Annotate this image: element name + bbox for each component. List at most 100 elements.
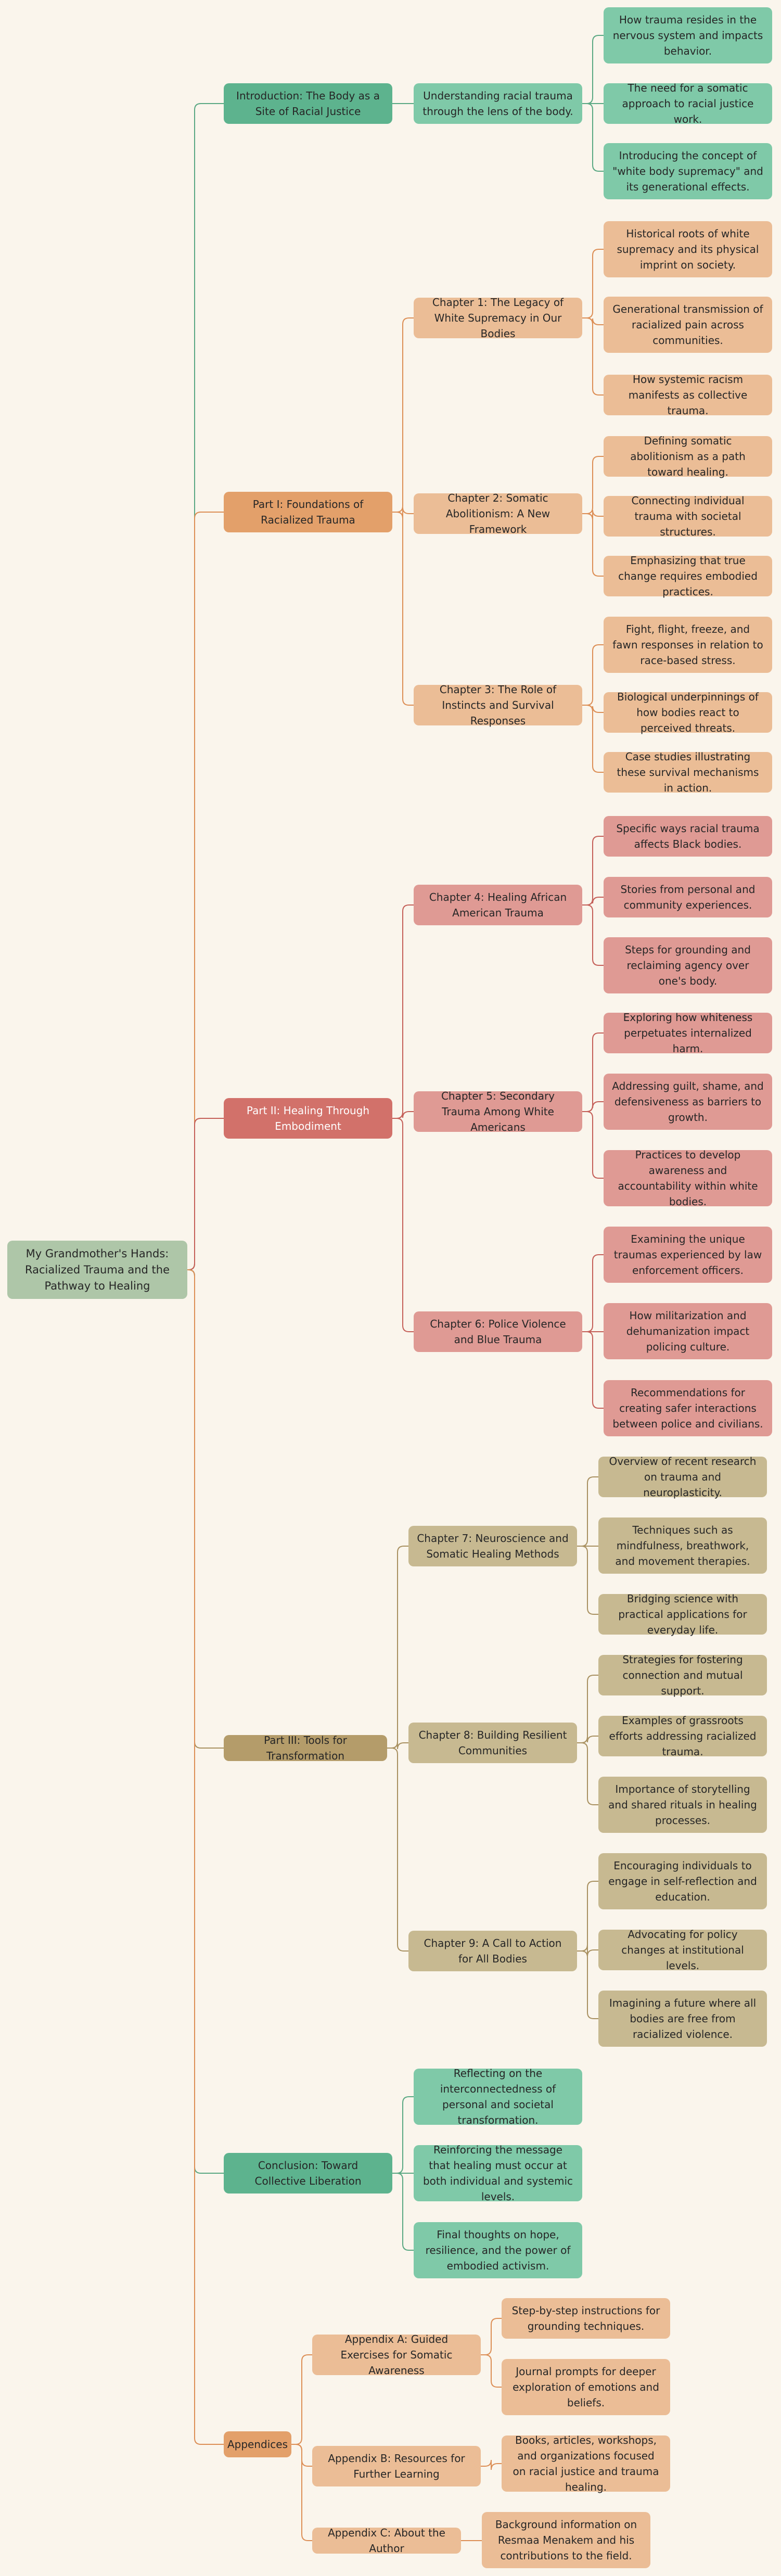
connector-line — [387, 1741, 408, 1750]
connector-line — [187, 1269, 224, 2174]
detail-node[interactable]: Practices to develop awareness and accou… — [604, 1149, 772, 1208]
connector-line — [582, 644, 604, 706]
detail-node[interactable]: Strategies for fostering connection and … — [598, 1653, 767, 1697]
detail-node[interactable]: Encouraging individuals to engage in sel… — [598, 1853, 767, 1909]
connector-line — [582, 513, 604, 577]
connector-line — [187, 1269, 224, 1749]
detail-node[interactable]: How militarization and dehumanization im… — [604, 1303, 772, 1359]
detail-node[interactable]: Examining the unique traumas experienced… — [604, 1227, 772, 1283]
topic-node-understanding-racial-trauma[interactable]: Understanding racial trauma through the … — [414, 83, 582, 124]
detail-node[interactable]: The need for a somatic approach to racia… — [604, 82, 772, 125]
connector-line — [582, 705, 604, 773]
connector-line — [582, 836, 604, 906]
appendix-node-c[interactable]: Appendix C: About the Author — [312, 2527, 461, 2555]
detail-node[interactable]: How trauma resides in the nervous system… — [604, 7, 772, 63]
connector-line — [187, 1118, 224, 1270]
connector-line — [577, 1546, 598, 1615]
connector-line — [392, 2173, 414, 2251]
connector-line — [582, 1331, 604, 1409]
detail-node[interactable]: Bridging science with practical applicat… — [598, 1592, 767, 1636]
connector-line — [392, 512, 414, 706]
connector-line — [582, 1101, 604, 1112]
detail-node[interactable]: Connecting individual trauma with societ… — [604, 494, 772, 538]
connector-line — [387, 1546, 408, 1749]
connector-line — [577, 1881, 598, 1952]
connector-line — [577, 1950, 598, 2019]
connector-line — [582, 1111, 604, 1179]
detail-node[interactable]: Historical roots of white supremacy and … — [604, 221, 772, 277]
connector-line — [582, 897, 604, 906]
detail-node[interactable]: Step-by-step instructions for grounding … — [502, 2298, 670, 2339]
connector-line — [291, 2444, 312, 2541]
chapter-node-6[interactable]: Chapter 6: Police Violence and Blue Trau… — [414, 1311, 582, 1352]
detail-node[interactable]: Journal prompts for deeper exploration o… — [502, 2359, 670, 2415]
connector-line — [582, 317, 604, 396]
detail-node[interactable]: Final thoughts on hope, resilience, and … — [414, 2222, 582, 2278]
connector-line — [392, 1118, 414, 1332]
section-node-part-3[interactable]: Part III: Tools for Transformation — [224, 1734, 387, 1762]
detail-node[interactable]: Emphasizing that true change requires em… — [604, 554, 772, 598]
detail-node[interactable]: Defining somatic abolitionism as a path … — [604, 435, 772, 478]
detail-node[interactable]: Introducing the concept of "white body s… — [604, 143, 772, 199]
connector-line — [577, 1476, 598, 1547]
chapter-node-1[interactable]: Chapter 1: The Legacy of White Supremacy… — [414, 296, 582, 340]
section-node-part-2[interactable]: Part II: Healing Through Embodiment — [224, 1098, 392, 1139]
connector-line — [577, 1736, 598, 1743]
connector-line — [582, 249, 604, 318]
appendix-node-b[interactable]: Appendix B: Resources for Further Learni… — [312, 2446, 481, 2486]
detail-node[interactable]: Imagining a future where all bodies are … — [598, 1991, 767, 2047]
detail-node[interactable]: How systemic racism manifests as collect… — [604, 373, 772, 417]
detail-node[interactable]: Specific ways racial trauma affects Blac… — [604, 816, 772, 857]
connector-line — [577, 1675, 598, 1743]
detail-node[interactable]: Biological underpinnings of how bodies r… — [604, 691, 772, 734]
section-node-conclusion[interactable]: Conclusion: Toward Collective Liberation — [224, 2153, 392, 2194]
connector-line — [392, 1111, 414, 1119]
detail-node[interactable]: Overview of recent research on trauma an… — [598, 1455, 767, 1499]
connector-line — [187, 1269, 224, 2445]
connector-line — [577, 1742, 598, 1805]
connector-line — [187, 103, 224, 1270]
detail-node[interactable]: Examples of grassroots efforts addressin… — [598, 1714, 767, 1758]
connector-line — [481, 2318, 502, 2355]
connector-line — [577, 1944, 598, 1957]
detail-node[interactable]: Generational transmission of racialized … — [604, 297, 772, 353]
connector-line — [582, 904, 604, 966]
connector-line — [187, 512, 224, 1270]
connector-line — [392, 317, 414, 513]
connector-line — [387, 1748, 408, 1952]
detail-node[interactable]: Steps for grounding and reclaiming agenc… — [604, 937, 772, 993]
chapter-node-2[interactable]: Chapter 2: Somatic Abolitionism: A New F… — [414, 492, 582, 535]
detail-node[interactable]: Reinforcing the message that healing mus… — [414, 2144, 582, 2203]
chapter-node-9[interactable]: Chapter 9: A Call to Action for All Bodi… — [408, 1931, 577, 1971]
detail-node[interactable]: Case studies illustrating these survival… — [604, 750, 772, 794]
detail-node[interactable]: Exploring how whiteness perpetuates inte… — [604, 1011, 772, 1055]
detail-node[interactable]: Recommendations for creating safer inter… — [604, 1380, 772, 1436]
chapter-node-3[interactable]: Chapter 3: The Role of Instincts and Sur… — [414, 683, 582, 727]
connector-line — [582, 1032, 604, 1112]
section-node-introduction[interactable]: Introduction: The Body as a Site of Raci… — [224, 83, 392, 124]
connector-line — [481, 2459, 502, 2470]
detail-node[interactable]: Addressing guilt, shame, and defensivene… — [604, 1074, 772, 1130]
detail-node[interactable]: Background information on Resmaa Menakem… — [482, 2512, 650, 2568]
chapter-node-5[interactable]: Chapter 5: Secondary Trauma Among White … — [414, 1090, 582, 1133]
detail-node[interactable]: Techniques such as mindfulness, breathwo… — [598, 1517, 767, 1574]
detail-node[interactable]: Reflecting on the interconnectedness of … — [414, 2067, 582, 2126]
connector-line — [481, 2354, 502, 2388]
root-node[interactable]: My Grandmother's Hands: Racialized Traum… — [7, 1241, 187, 1299]
chapter-node-7[interactable]: Chapter 7: Neuroscience and Somatic Heal… — [408, 1526, 577, 1566]
chapter-node-4[interactable]: Chapter 4: Healing African American Trau… — [414, 885, 582, 925]
appendix-node-a[interactable]: Appendix A: Guided Exercises for Somatic… — [312, 2333, 481, 2377]
section-node-part-1[interactable]: Part I: Foundations of Racialized Trauma — [224, 492, 392, 532]
detail-node[interactable]: Fight, flight, freeze, and fawn response… — [604, 617, 772, 673]
connector-line — [582, 35, 604, 104]
section-node-appendices[interactable]: Appendices — [224, 2431, 291, 2457]
detail-node[interactable]: Advocating for policy changes at institu… — [598, 1928, 767, 1972]
connector-line — [392, 904, 414, 1119]
detail-node[interactable]: Books, articles, workshops, and organiza… — [502, 2434, 670, 2493]
chapter-node-8[interactable]: Chapter 8: Building Resilient Communitie… — [408, 1723, 577, 1763]
detail-node[interactable]: Importance of storytelling and shared ri… — [598, 1777, 767, 1833]
detail-node[interactable]: Stories from personal and community expe… — [604, 877, 772, 917]
connector-line — [291, 2354, 312, 2445]
connector-line — [582, 1254, 604, 1332]
